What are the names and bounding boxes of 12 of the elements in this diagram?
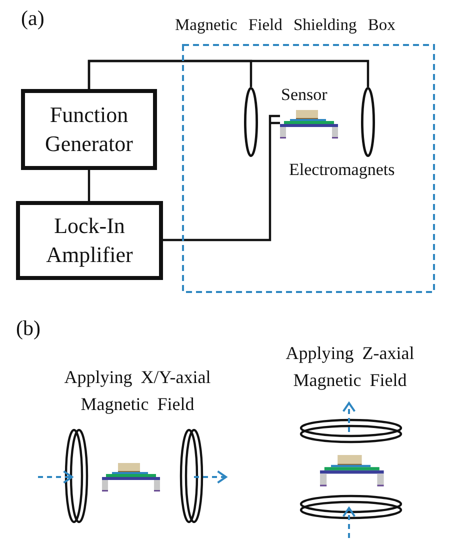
panel-label: (a)	[21, 6, 44, 30]
sensor-label: Sensor	[281, 85, 328, 105]
box-title: Magnetic Field Shielding Box	[175, 16, 396, 35]
wire	[88, 60, 370, 89]
instrument-box: Function Generator	[21, 89, 157, 170]
caption: Applying X/Y-axial Magnetic Field	[63, 366, 212, 416]
caption: Applying Z-axial Magnetic Field	[284, 342, 416, 392]
coils-label: Electromagnets	[289, 160, 395, 180]
wire	[88, 170, 90, 201]
wire	[162, 114, 282, 242]
panel-label: (b)	[16, 316, 40, 340]
instrument-box: Lock-In Amplifier	[16, 201, 163, 280]
